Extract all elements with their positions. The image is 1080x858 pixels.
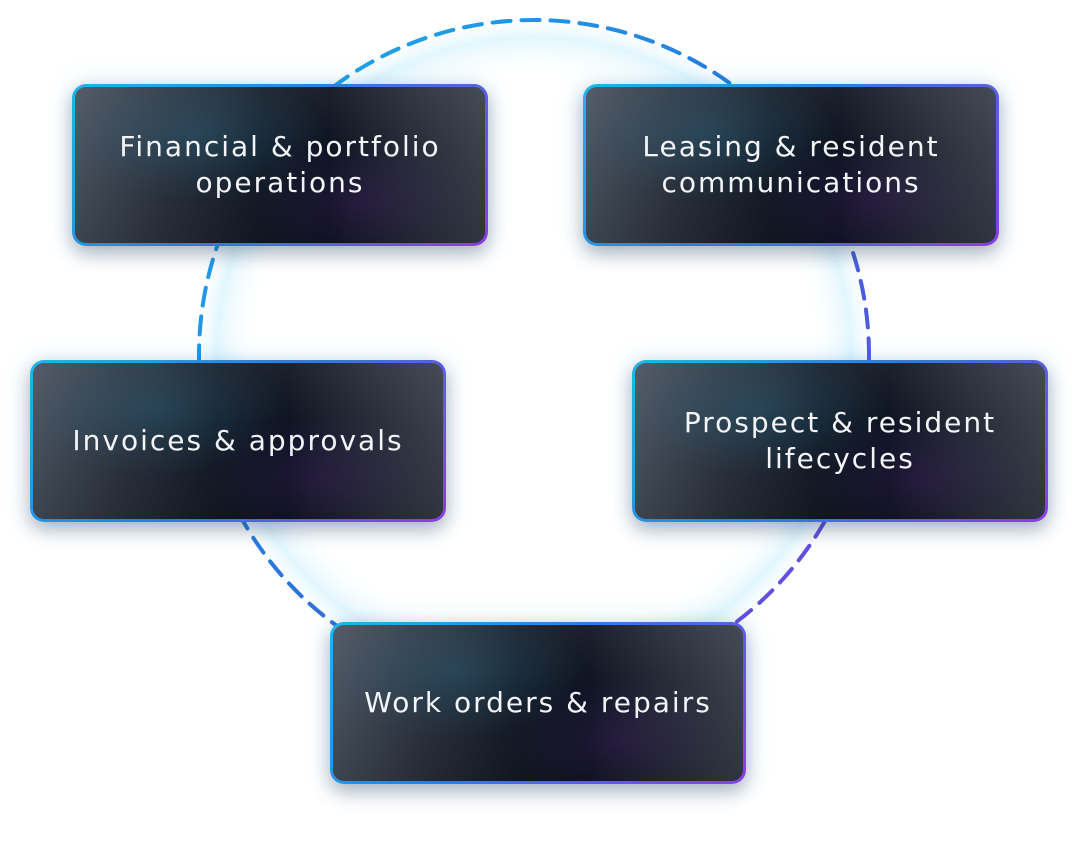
node-label: Financial & portfolio operations — [119, 130, 441, 199]
node-card-body: Prospect & resident lifecycles — [635, 363, 1045, 519]
node-label: Invoices & approvals — [72, 424, 404, 457]
node-label: Work orders & repairs — [364, 686, 712, 719]
node-card-body: Financial & portfolio operations — [75, 87, 485, 243]
node-card-body: Invoices & approvals — [33, 363, 443, 519]
node-financial-portfolio-operations: Financial & portfolio operations — [72, 84, 488, 246]
node-label: Prospect & resident lifecycles — [683, 406, 997, 475]
node-invoices-approvals: Invoices & approvals — [30, 360, 446, 522]
node-leasing-resident-communications: Leasing & resident communications — [583, 84, 999, 246]
node-card-body: Work orders & repairs — [333, 625, 743, 781]
node-card-body: Leasing & resident communications — [586, 87, 996, 243]
node-prospect-resident-lifecycles: Prospect & resident lifecycles — [632, 360, 1048, 522]
node-work-orders-repairs: Work orders & repairs — [330, 622, 746, 784]
node-label: Leasing & resident communications — [642, 130, 940, 199]
